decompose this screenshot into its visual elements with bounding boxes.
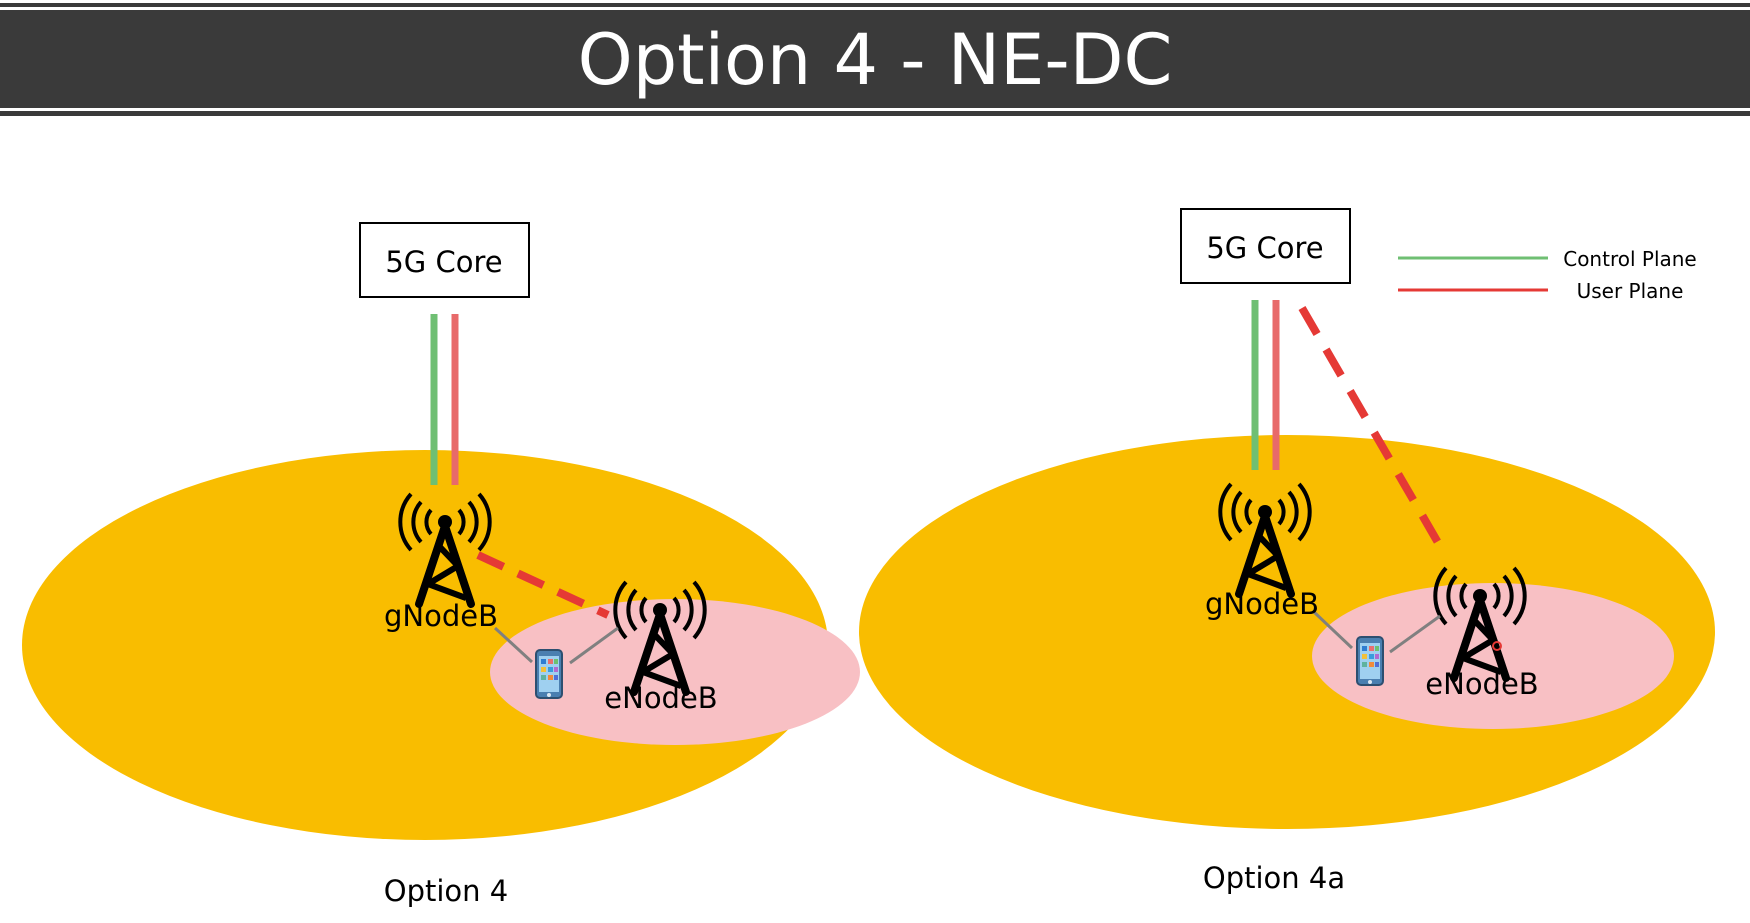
coverage-5g-ellipse [859, 435, 1715, 829]
title-band [0, 10, 1750, 108]
enodeb-label: eNodeB [604, 681, 717, 715]
title-bar: Option 4 - NE-DC [0, 0, 1750, 120]
ue-gnb-link [493, 626, 534, 664]
legend: Control Plane User Plane [1398, 247, 1697, 303]
enodeb-red-dot-marker [1492, 641, 1502, 651]
core-label: 5G Core [385, 245, 502, 279]
legend-user-plane-label: User Plane [1577, 279, 1684, 303]
gnodeb-label: gNodeB [384, 599, 498, 633]
panel-option-4a: 5G Core gNodeB eNodeB Option 4a [859, 208, 1715, 895]
ue-enb-link [569, 626, 619, 665]
ue-phone-icon [1356, 636, 1384, 686]
panel-option-4: 5G Core gNodeB eNodeB Option 4 [22, 222, 860, 908]
option-caption: Option 4 [384, 874, 508, 908]
coverage-4g-ellipse [490, 599, 860, 745]
title-top-rule [0, 3, 1750, 7]
core-label: 5G Core [1206, 231, 1323, 265]
option-caption: Option 4a [1203, 861, 1345, 895]
title-bottom-rule [0, 111, 1750, 116]
page-title: Option 4 - NE-DC [577, 19, 1173, 101]
ue-enb-link [1389, 614, 1441, 654]
ue-gnb-link [1312, 610, 1354, 650]
coverage-4g-ellipse [1312, 583, 1674, 729]
core-box: 5G Core [1180, 208, 1351, 284]
enodeb-label: eNodeB [1425, 667, 1538, 701]
ue-phone-icon [535, 649, 563, 699]
coverage-5g-ellipse [22, 450, 828, 840]
gnodeb-label: gNodeB [1205, 587, 1319, 621]
core-box: 5G Core [359, 222, 530, 298]
user-plane-dashed-link [476, 551, 610, 619]
legend-control-plane-label: Control Plane [1563, 247, 1697, 271]
